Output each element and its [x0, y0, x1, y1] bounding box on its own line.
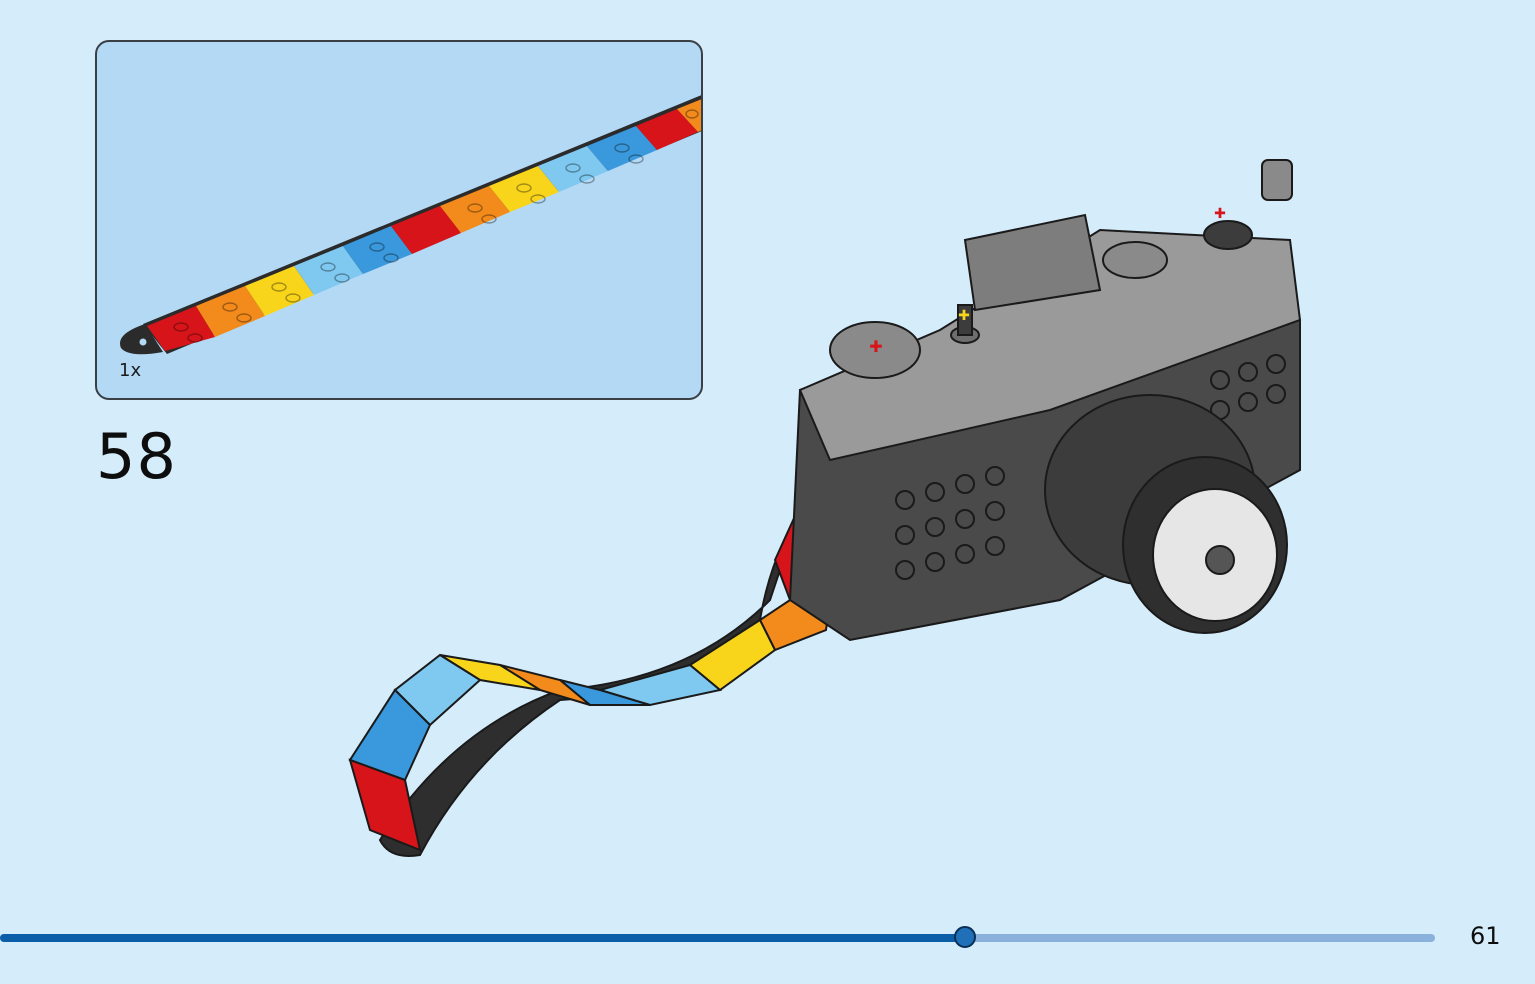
progress-indicator: [954, 926, 976, 948]
progress-fill: [0, 934, 965, 942]
strap-part-segments: [147, 99, 701, 351]
camera-body-studs: [895, 354, 1286, 580]
strap-attached: [348, 503, 834, 852]
strap-part-studs: [173, 109, 699, 343]
camera-lens: [1044, 394, 1288, 634]
red-axle-mark: ✚: [869, 337, 882, 356]
strap-part-illustration: [120, 95, 701, 355]
camera-model-illustration: ✚ ✚ ✚: [348, 159, 1302, 857]
red-axle-mark-2: ✚: [1214, 206, 1226, 222]
yellow-axle-mark: ✚: [958, 308, 970, 324]
page-number: 61: [1470, 922, 1501, 950]
camera-body: [788, 159, 1302, 642]
step-number: 58: [96, 420, 177, 493]
parts-callout: 1x: [95, 40, 703, 400]
part-quantity: 1x: [119, 360, 142, 381]
progress-bar: [0, 926, 1435, 948]
